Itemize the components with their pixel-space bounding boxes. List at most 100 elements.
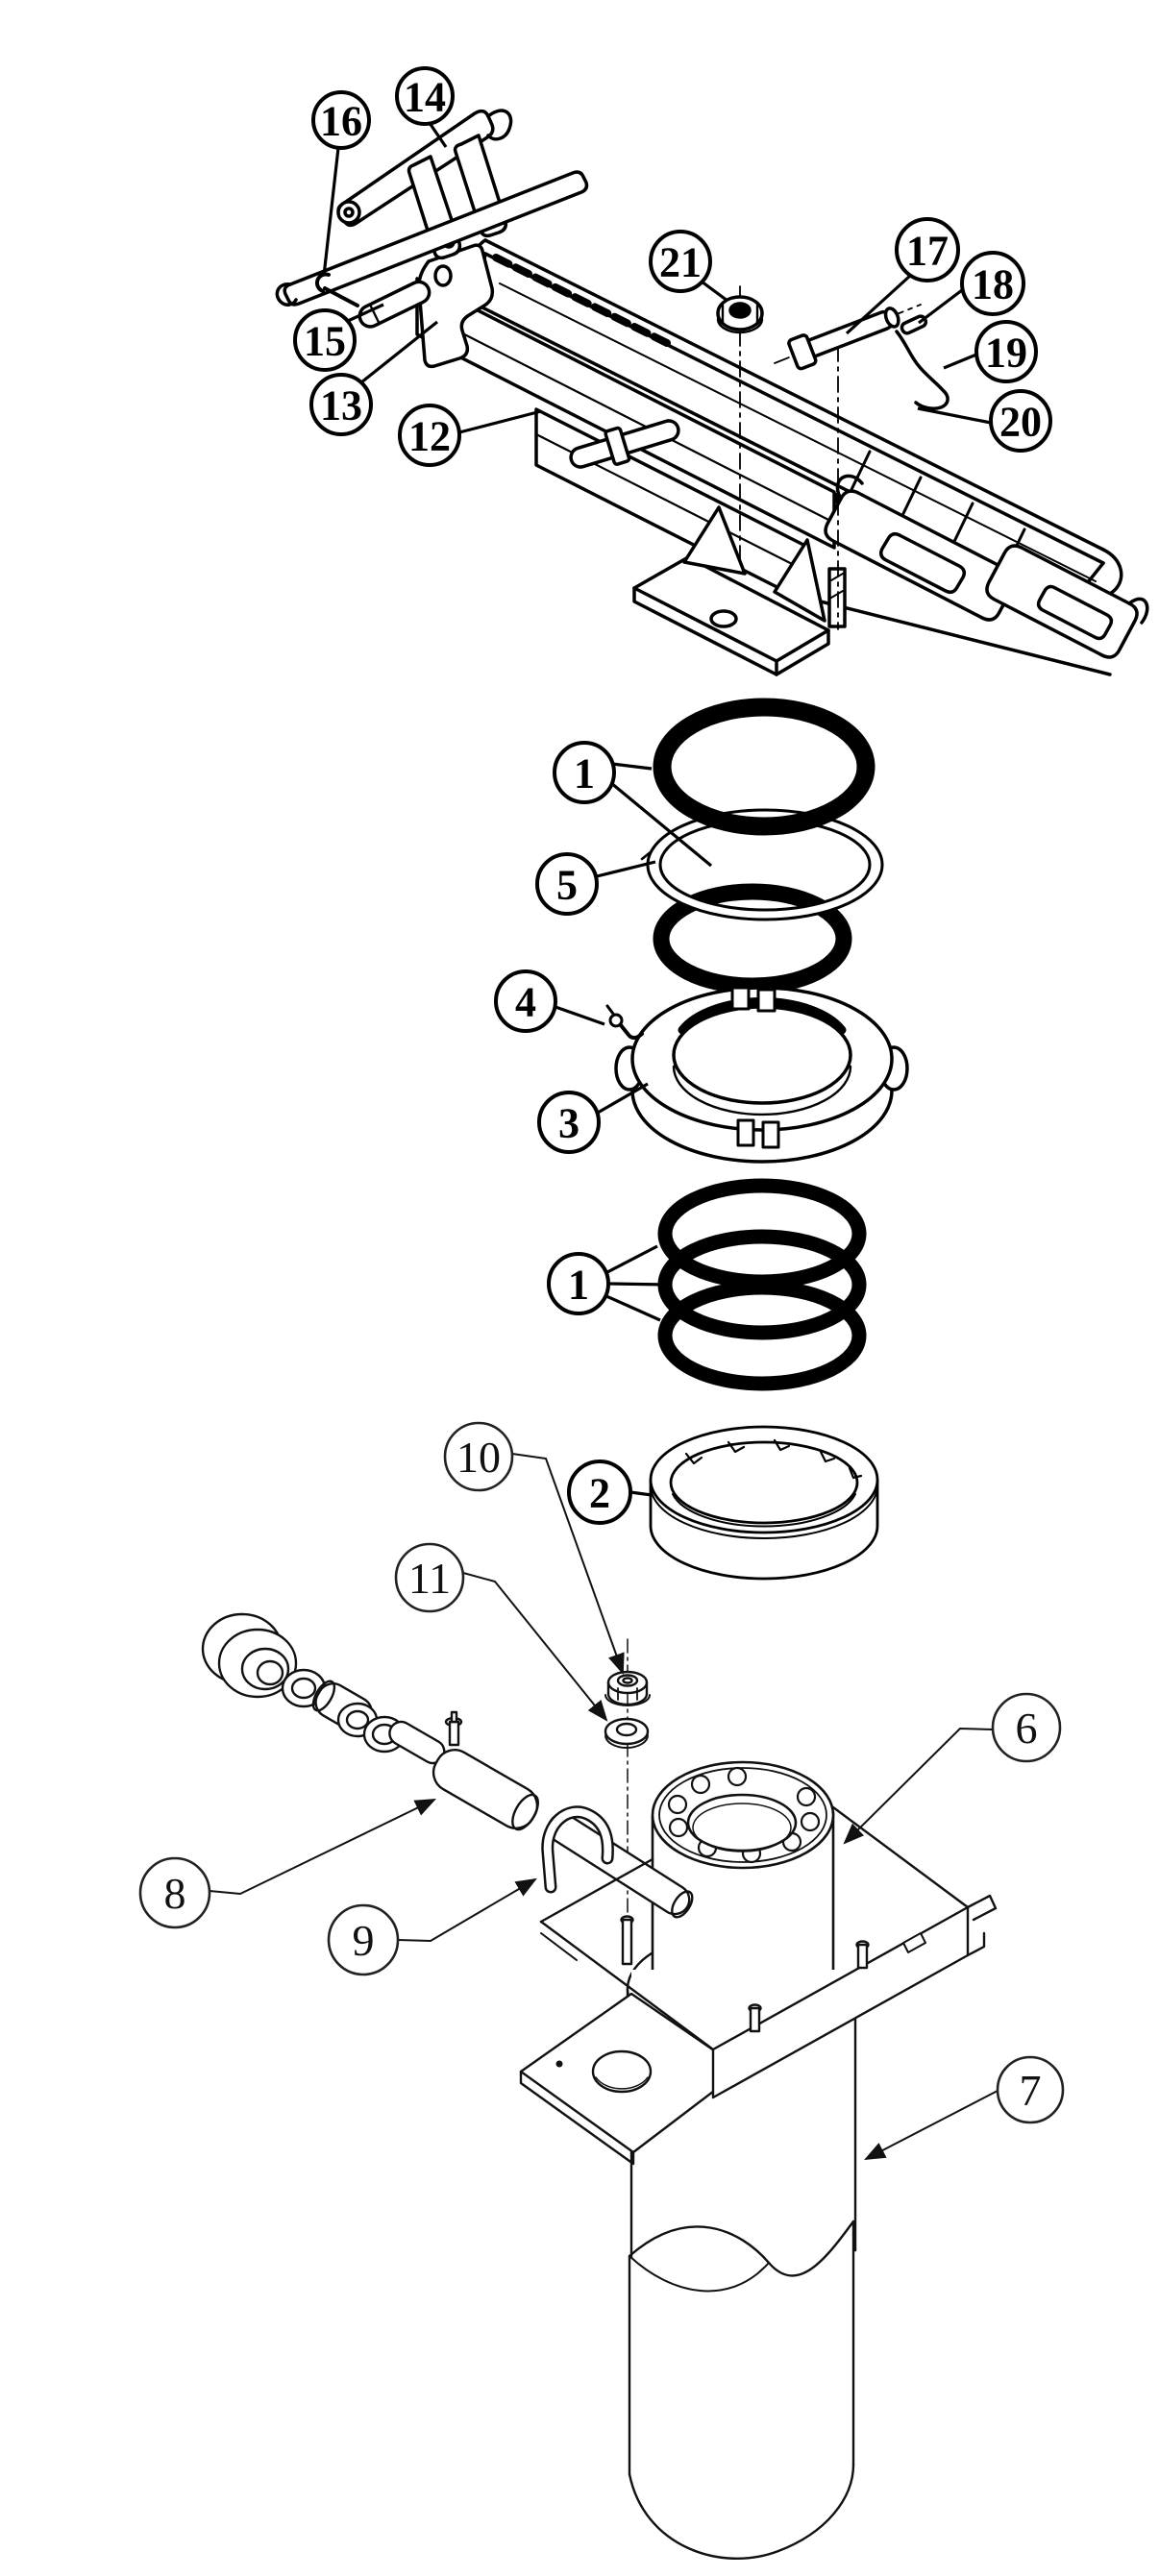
callout-9: 9 bbox=[327, 1877, 537, 1976]
callout-balloon bbox=[293, 308, 357, 372]
flange-nut-21 bbox=[716, 295, 764, 334]
leader-line bbox=[462, 1572, 608, 1722]
leader-line bbox=[397, 1877, 537, 1943]
bearing-ring-2 bbox=[649, 1425, 879, 1581]
washer bbox=[604, 1717, 650, 1749]
frame-assembly bbox=[415, 238, 1149, 676]
callout-balloon bbox=[395, 66, 455, 126]
leader-line bbox=[943, 353, 977, 370]
callout-number: 18 bbox=[972, 260, 1014, 307]
callout-number: 7 bbox=[1020, 2066, 1042, 2115]
clevis-pin bbox=[358, 280, 432, 329]
callout-number: 1 bbox=[568, 1261, 589, 1308]
callout-15: 15 bbox=[293, 303, 384, 372]
callout-number: 5 bbox=[556, 861, 578, 908]
callout-number: 3 bbox=[558, 1099, 580, 1146]
leader-line bbox=[555, 1005, 605, 1026]
leader-line bbox=[609, 781, 713, 868]
callout-balloon bbox=[991, 1692, 1062, 1763]
callout-balloon bbox=[895, 217, 960, 282]
callout-balloon bbox=[974, 320, 1038, 383]
callout-number: 15 bbox=[304, 317, 346, 364]
leader-line bbox=[843, 1727, 994, 1845]
leader-line bbox=[611, 762, 653, 771]
o-ring bbox=[653, 698, 875, 836]
spindle-assembly bbox=[201, 1612, 998, 2560]
callout-10: 10 bbox=[443, 1421, 625, 1676]
frame-bottom-chord bbox=[803, 596, 1112, 676]
callout-balloon bbox=[309, 373, 373, 436]
rocker-bar bbox=[283, 170, 589, 307]
leader-line bbox=[864, 2090, 999, 2161]
callout-balloon bbox=[394, 1542, 465, 1613]
callout-4: 4 bbox=[494, 969, 605, 1033]
leader-line bbox=[918, 288, 963, 325]
wire-retainer bbox=[895, 330, 949, 410]
leader-line bbox=[347, 303, 384, 323]
callout-balloon bbox=[567, 1460, 632, 1525]
callout-19: 19 bbox=[943, 320, 1038, 383]
leader-line bbox=[917, 406, 992, 425]
callout-number: 12 bbox=[408, 412, 451, 459]
callout-number: 6 bbox=[1016, 1704, 1038, 1753]
callout-balloon bbox=[138, 1856, 211, 1929]
callout-16: 16 bbox=[311, 90, 371, 277]
callout-5: 5 bbox=[535, 852, 656, 916]
callout-1: 1 bbox=[547, 1244, 668, 1322]
callout-8: 8 bbox=[138, 1799, 436, 1929]
callout-number: 16 bbox=[320, 97, 362, 144]
callout-number: 9 bbox=[353, 1916, 375, 1965]
callout-17: 17 bbox=[845, 217, 960, 335]
callout-11: 11 bbox=[394, 1542, 608, 1722]
leader-line bbox=[845, 274, 912, 335]
callout-1: 1 bbox=[553, 741, 713, 868]
callout-number: 10 bbox=[456, 1433, 501, 1482]
callout-20: 20 bbox=[917, 389, 1052, 453]
callout-number: 21 bbox=[659, 238, 702, 285]
o-ring bbox=[653, 883, 852, 994]
callout-number: 2 bbox=[589, 1469, 610, 1516]
callout-number: 1 bbox=[574, 749, 595, 797]
callout-21: 21 bbox=[649, 230, 728, 303]
leader-line bbox=[605, 1294, 661, 1322]
leader-line bbox=[607, 1282, 668, 1287]
callout-14: 14 bbox=[395, 66, 455, 148]
lever-arm bbox=[388, 1710, 539, 1831]
leader-line bbox=[428, 122, 448, 148]
leader-line bbox=[606, 1244, 658, 1274]
pin-17 bbox=[787, 307, 900, 371]
bracket-plate bbox=[539, 1805, 998, 2099]
leader-line bbox=[701, 280, 728, 303]
callout-2: 2 bbox=[567, 1460, 653, 1525]
callout-balloon bbox=[311, 90, 371, 150]
frame-foot-pad-left bbox=[824, 474, 1017, 622]
leader-line bbox=[458, 409, 542, 434]
grease-fitting bbox=[605, 1004, 644, 1041]
leader-line bbox=[596, 860, 656, 878]
leader-line bbox=[511, 1453, 625, 1676]
callout-balloon bbox=[996, 2055, 1065, 2124]
callout-balloon bbox=[537, 1091, 601, 1154]
tube-lower bbox=[628, 2220, 855, 2560]
callout-number: 14 bbox=[404, 73, 446, 120]
lock-ring-3 bbox=[614, 986, 909, 1164]
callout-balloon bbox=[443, 1421, 514, 1492]
frame-stud bbox=[827, 567, 847, 628]
callout-balloon bbox=[398, 404, 461, 467]
callout-3: 3 bbox=[537, 1082, 649, 1154]
callout-balloon bbox=[494, 969, 557, 1033]
callout-balloon bbox=[960, 251, 1025, 316]
callout-balloon bbox=[553, 741, 616, 804]
callout-balloon bbox=[547, 1252, 610, 1315]
foot-pad-slot bbox=[1036, 584, 1114, 641]
o-ring-set bbox=[657, 1178, 867, 1391]
ring-stack bbox=[605, 698, 909, 1581]
callout-13: 13 bbox=[309, 320, 438, 436]
frame-anchor-foot bbox=[632, 505, 830, 676]
callout-6: 6 bbox=[843, 1692, 1062, 1845]
leader-line bbox=[360, 320, 438, 384]
frame-front-pin bbox=[569, 419, 680, 469]
leader-line bbox=[597, 1082, 649, 1115]
